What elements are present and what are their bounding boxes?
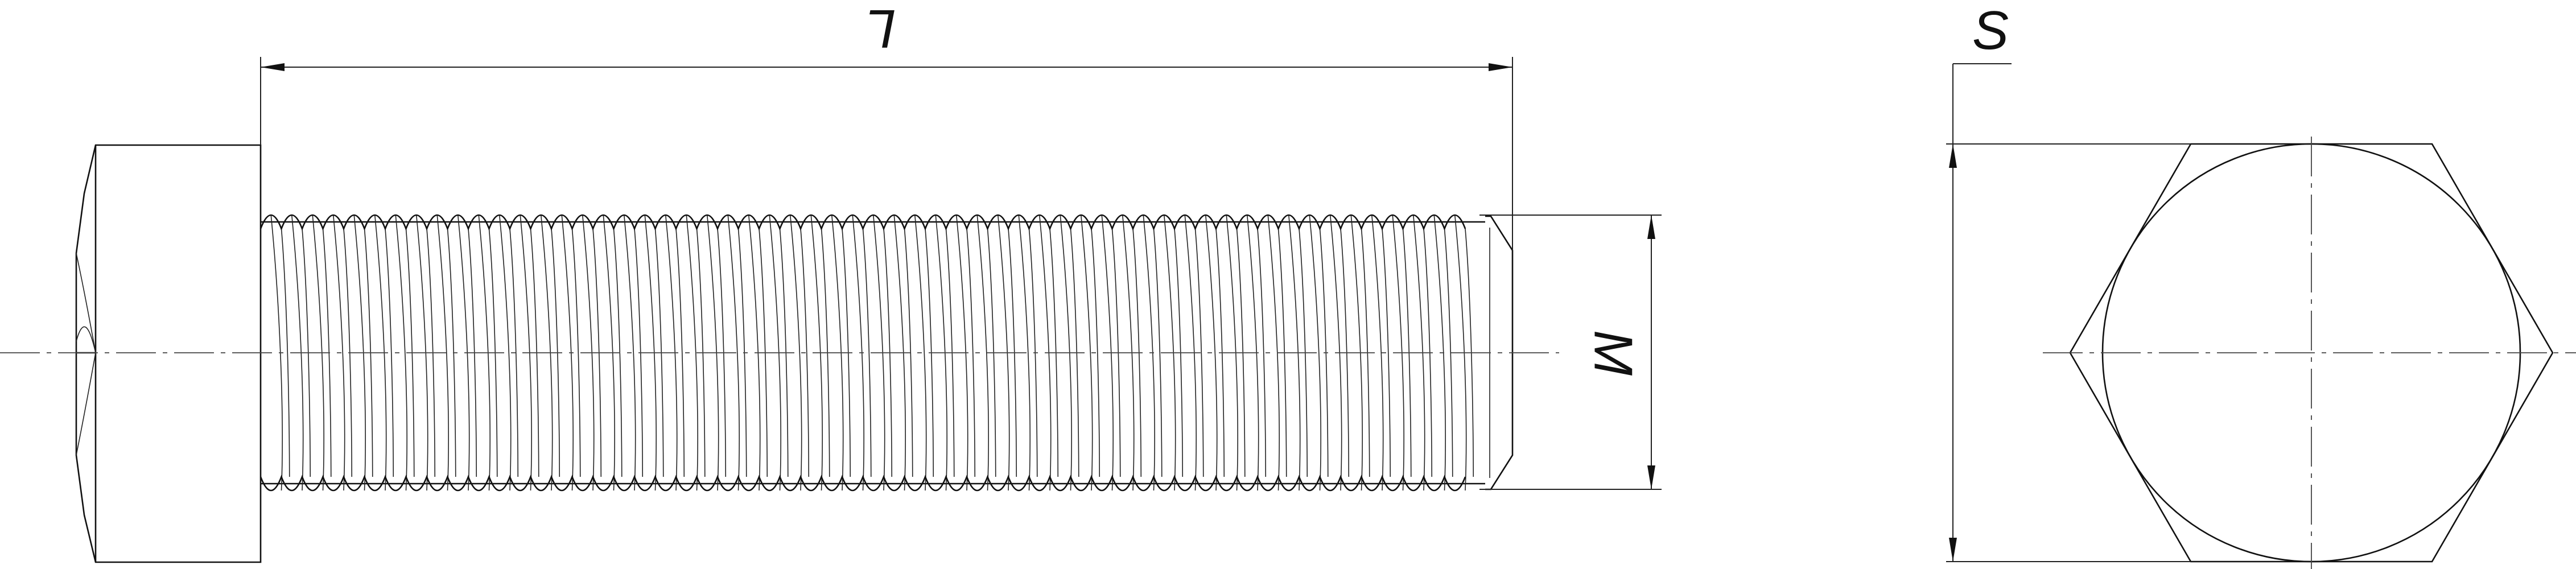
across-flats-label: S: [1972, 0, 2009, 61]
thread-root-line: [1194, 228, 1204, 477]
thread-flank-line: [1205, 215, 1218, 491]
dimension-across-flats: S: [1946, 0, 2191, 562]
flats-arrow-bottom: [1949, 538, 1957, 562]
thread-root-line: [1257, 228, 1267, 477]
thread-flank-line: [727, 215, 740, 491]
thread-root-line: [281, 228, 290, 477]
thread-root-line: [571, 228, 581, 477]
thread-root-line: [1444, 228, 1453, 477]
thread-label: M: [1583, 330, 1644, 376]
thread-flank-line: [623, 215, 636, 491]
thread-root-line: [509, 228, 519, 477]
thread-crest-top: [259, 214, 1466, 231]
thread-root-line: [966, 228, 976, 477]
thread-crest-bottom: [259, 475, 1466, 492]
length-arrow-right: [1489, 63, 1512, 71]
bolt-end-view: [2043, 137, 2576, 569]
thread-root-line: [904, 228, 913, 477]
bolt-side-view: [0, 144, 1559, 563]
bolt-head-chamfer-bottom: [76, 352, 96, 456]
thread-flank-line: [395, 215, 407, 491]
flats-arrow-top: [1949, 144, 1957, 168]
thread-flank-line: [976, 215, 989, 491]
thread-flank-line: [1018, 215, 1031, 491]
thread-root-line: [1382, 228, 1391, 477]
dimension-length: L: [260, 0, 1513, 250]
thread-arrow-top: [1647, 215, 1655, 239]
thread-root-line: [385, 228, 394, 477]
thread-flank-line: [1080, 215, 1093, 491]
thread-flank-line: [436, 215, 449, 491]
bolt-head-outline: [75, 144, 262, 563]
thread-flank-line: [332, 215, 345, 491]
thread-flank-line: [686, 215, 698, 491]
thread-flank-line: [914, 215, 927, 491]
length-label: L: [865, 0, 896, 59]
bolt-head-chamfer-top: [76, 253, 96, 353]
thread-root-line: [1091, 228, 1101, 477]
thread-root-line: [1153, 228, 1163, 477]
thread-flank-line: [498, 215, 512, 491]
thread-root-line: [862, 228, 872, 477]
thread-root-line: [675, 228, 685, 477]
thread-root-line: [800, 228, 810, 477]
thread-profile: [259, 214, 1474, 492]
thread-flank-line: [1371, 215, 1384, 491]
dimension-thread: M: [1479, 215, 1662, 490]
length-arrow-left: [261, 63, 285, 71]
thread-arrow-bottom: [1647, 465, 1655, 489]
thread-flank-line: [789, 215, 802, 491]
thread-flank-line: [1309, 215, 1321, 491]
